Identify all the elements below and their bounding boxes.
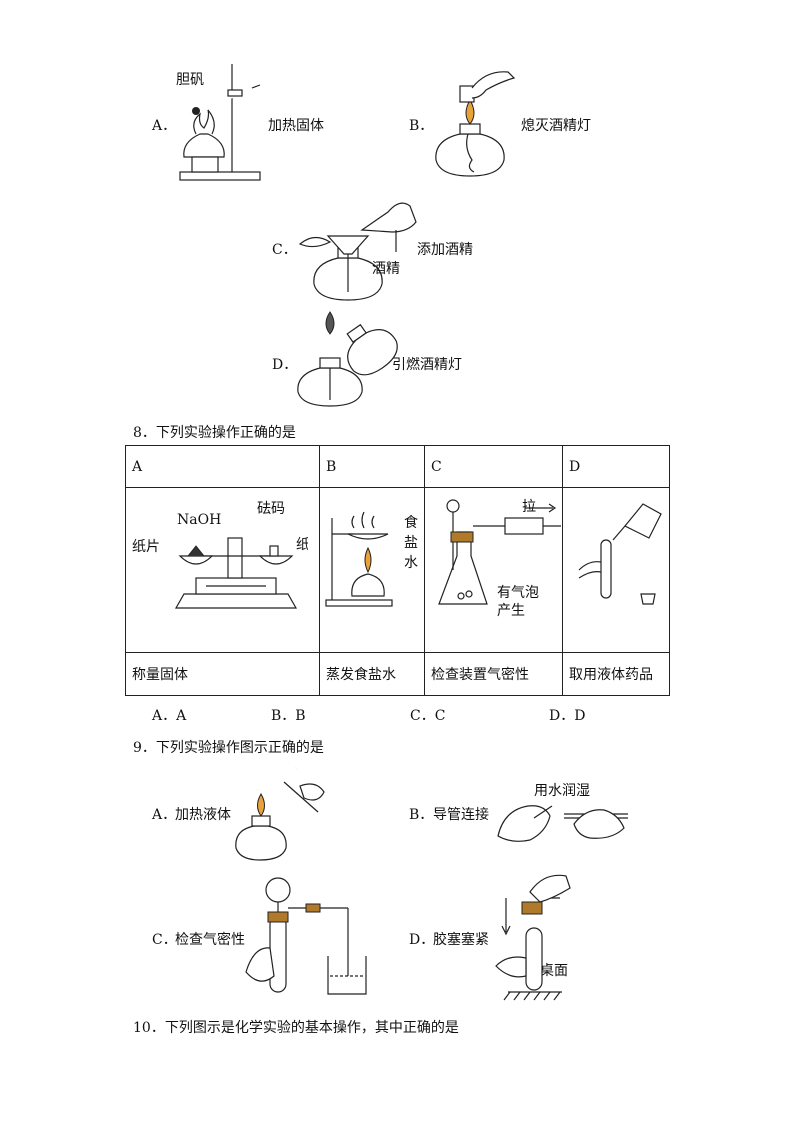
q8-a-balance-figure <box>174 537 298 609</box>
q9-option-c-letter: C． <box>152 932 177 948</box>
q8-c-label-pull: 拉 <box>522 499 536 515</box>
q8-figure-d-cell <box>562 487 670 653</box>
q7-c-add-alcohol-figure <box>298 202 417 301</box>
q8-b-evaporation-figure <box>325 511 393 607</box>
q9-b-connect-tube-figure <box>497 805 628 842</box>
q7-option-d-letter: D． <box>272 357 298 373</box>
q7-option-c-letter: C． <box>272 242 297 258</box>
q8-b-label-3: 水 <box>404 555 418 571</box>
q9-c-airtight-check-figure <box>245 877 367 995</box>
q8-c-label-bubbles-1: 有气泡 <box>497 585 539 601</box>
q8-answer-b[interactable]: B．B <box>271 708 306 724</box>
q8-caption-b: 蒸发食盐水 <box>319 652 425 696</box>
q9-option-a-letter: A． <box>152 807 177 823</box>
q9-option-b-label: 导管连接 <box>433 807 489 823</box>
q7-b-extinguish-lamp-figure <box>435 71 516 177</box>
q8-answer-c[interactable]: C．C <box>410 708 446 724</box>
q9-option-c-label: 检查气密性 <box>175 932 245 948</box>
q8-b-label-1: 食 <box>404 515 418 531</box>
q8-answer-a[interactable]: A．A <box>152 708 187 724</box>
q7-option-a-label: 加热固体 <box>268 118 324 134</box>
q7-a-figure-label: 胆矾 <box>176 72 204 88</box>
q9-option-a-label: 加热液体 <box>175 807 231 823</box>
q7-option-a-letter: A． <box>152 118 177 134</box>
q7-c-figure-label: 酒精 <box>372 261 400 277</box>
q8-a-label-paper-right: 纸片 <box>296 537 308 553</box>
q10-stem: 10．下列图示是化学实验的基本操作，其中正确的是 <box>133 1020 459 1036</box>
q7-d-ignite-lamp-figure <box>297 311 398 407</box>
q9-b-figure-label: 用水润湿 <box>534 783 590 799</box>
q8-d-pour-liquid-figure <box>578 503 662 605</box>
q8-a-label-naoh: NaOH <box>177 512 222 528</box>
q9-d-stopper-figure <box>495 874 571 1001</box>
q7-option-d-label: 引燃酒精灯 <box>392 357 462 373</box>
q8-figure-a-cell: NaOH 砝码 纸片 纸片 <box>125 487 320 653</box>
q8-b-label-2: 盐 <box>404 535 418 551</box>
q8-a-label-paper-left: 纸片 <box>132 539 160 555</box>
q8-header-c: C <box>424 445 563 488</box>
q8-header-d: D <box>562 445 670 488</box>
q8-c-label-bubbles-2: 产生 <box>497 603 525 619</box>
q9-option-b-letter: B． <box>409 807 434 823</box>
q8-header-a: A <box>125 445 320 488</box>
q9-option-d-letter: D． <box>409 932 435 948</box>
q8-table: A B C D NaOH 砝码 纸片 纸片 <box>125 445 670 696</box>
q9-a-heat-liquid-figure <box>235 765 325 861</box>
q8-answer-d[interactable]: D．D <box>549 708 586 724</box>
q8-c-syringe-figure <box>438 499 561 605</box>
q7-option-c-label: 添加酒精 <box>417 242 473 258</box>
q8-figure-b-cell: 食 盐 水 <box>319 487 425 653</box>
q9-option-d-label: 胶塞塞紧 <box>433 932 489 948</box>
q8-caption-a: 称量固体 <box>125 652 320 696</box>
q8-figure-c-cell: 拉 有气泡 产生 <box>424 487 563 653</box>
q7-a-heating-solid-figure <box>179 64 261 181</box>
q9-d-figure-label: 桌面 <box>540 963 568 979</box>
q8-header-b: B <box>319 445 425 488</box>
q8-caption-c: 检查装置气密性 <box>424 652 563 696</box>
q8-stem: 8．下列实验操作正确的是 <box>133 425 296 441</box>
q9-stem: 9．下列实验操作图示正确的是 <box>133 740 324 756</box>
q7-option-b-label: 熄灭酒精灯 <box>521 118 591 134</box>
q8-caption-d: 取用液体药品 <box>562 652 670 696</box>
q8-a-label-weight: 砝码 <box>257 501 285 517</box>
q7-option-b-letter: B． <box>409 118 434 134</box>
